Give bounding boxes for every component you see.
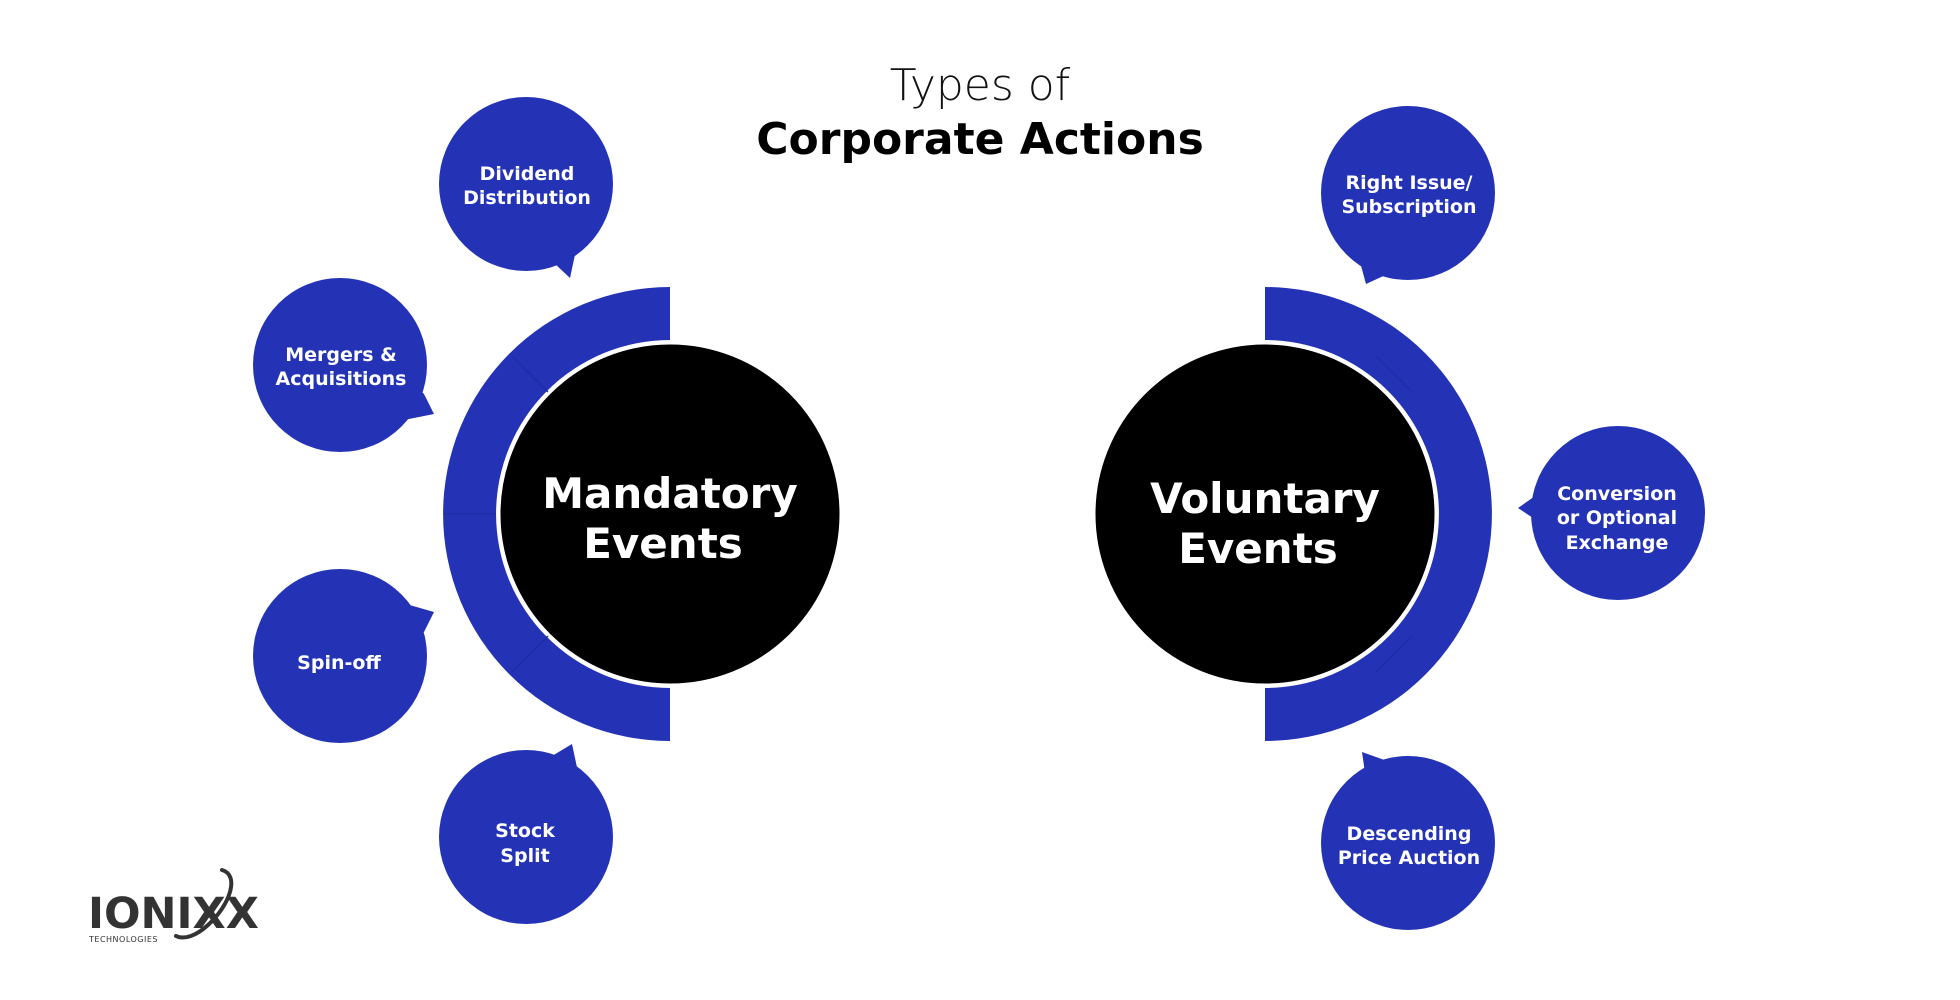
- ionixx-logo: IONIXX TECHNOLOGIES: [88, 868, 259, 944]
- bubble-circle: [1321, 756, 1495, 930]
- title-line-1: Types of: [890, 60, 1071, 111]
- mandatory-half-ring: [443, 287, 670, 741]
- bubble-label-line: Price Auction: [1338, 847, 1480, 869]
- bubble-descending-price-auction: Descending Price Auction: [1321, 752, 1495, 930]
- bubble-circle: [253, 278, 427, 452]
- voluntary-ring-dividers: [1375, 355, 1413, 673]
- bubble-label-line: Spin-off: [297, 652, 381, 674]
- voluntary-label-line-2: Events: [1178, 524, 1338, 573]
- bubble-label-line: Exchange: [1566, 532, 1669, 554]
- bubble-label-line: or Optional: [1557, 507, 1677, 529]
- bubble-label-line: Conversion: [1557, 483, 1677, 505]
- orbit-swoosh-icon: [174, 868, 234, 940]
- bubble-label-line: Stock: [495, 820, 555, 842]
- bubble-label-line: Mergers &: [285, 344, 397, 366]
- bubble-circle: [439, 750, 613, 924]
- bubble-label-line: Split: [500, 845, 549, 867]
- bubble-dividend-distribution: Dividend Distribution: [439, 97, 613, 278]
- bubble-right-issue-subscription: Right Issue/ Subscription: [1321, 106, 1495, 284]
- bubble-circle: [253, 569, 427, 743]
- bubble-label-line: Subscription: [1341, 196, 1476, 218]
- diagram-title: Types of Corporate Actions: [756, 60, 1204, 165]
- bubble-circle: [1321, 106, 1495, 280]
- bubble-circle: [1531, 426, 1705, 600]
- mandatory-ring-dividers: [444, 355, 549, 673]
- bubble-label-line: Distribution: [463, 187, 591, 209]
- mandatory-label-line-1: Mandatory: [542, 469, 797, 518]
- bubble-conversion-optional-exchange: Conversion or Optional Exchange: [1518, 426, 1705, 600]
- bubble-label-line: Acquisitions: [276, 368, 407, 390]
- mandatory-label-line-2: Events: [583, 519, 743, 568]
- bubble-circle: [439, 97, 613, 271]
- voluntary-half-ring: [1265, 287, 1492, 741]
- voluntary-center-circle: [1092, 341, 1438, 687]
- logo-wordmark: IONIXX: [88, 889, 259, 939]
- title-line-2: Corporate Actions: [756, 114, 1204, 165]
- bubble-label-line: Descending: [1347, 823, 1472, 845]
- mandatory-center-circle: [497, 341, 843, 687]
- voluntary-group: Voluntary Events Right Issue/ Subscripti…: [1092, 106, 1705, 930]
- bubble-spin-off: Spin-off: [253, 569, 434, 743]
- voluntary-label-line-1: Voluntary: [1150, 474, 1380, 523]
- bubble-mergers-acquisitions: Mergers & Acquisitions: [253, 278, 434, 452]
- bubble-label-line: Right Issue/: [1345, 172, 1472, 194]
- logo-tagline: TECHNOLOGIES: [88, 935, 158, 944]
- mandatory-group: Mandatory Events Dividend Distribution M…: [253, 97, 843, 924]
- bubble-label-line: Dividend: [480, 163, 575, 185]
- bubble-stock-split: Stock Split: [439, 744, 613, 924]
